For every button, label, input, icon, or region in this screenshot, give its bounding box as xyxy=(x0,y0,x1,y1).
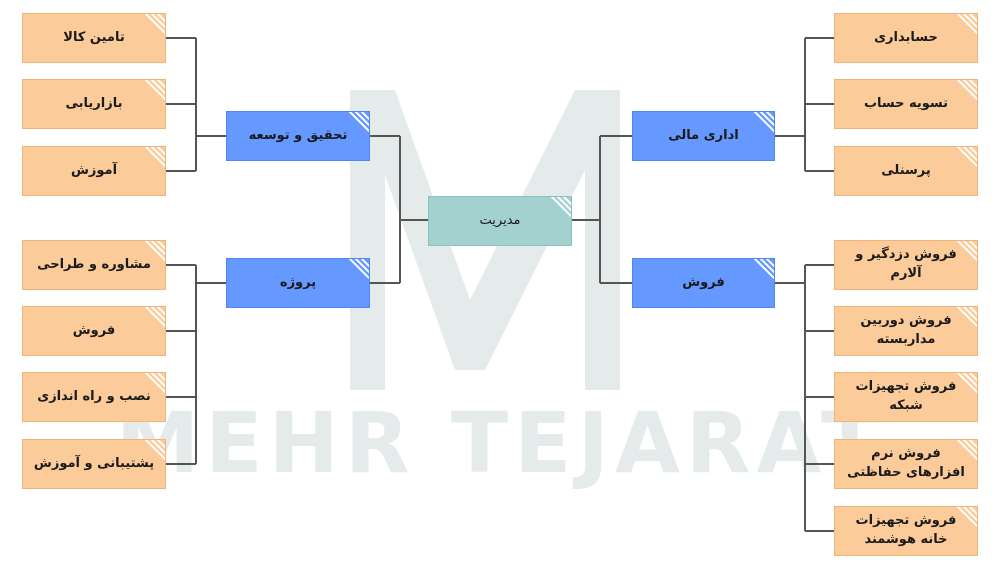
leaf-label: فروش دزدگیر و آلارم xyxy=(855,247,957,281)
leaf-label: فروش تجهیزات خانه هوشمند xyxy=(855,513,957,547)
leaf-label: آموزش xyxy=(70,162,118,178)
leaf-node: فروش نرم افزارهای حفاظتی xyxy=(834,439,978,489)
watermark-text: MEHR TEJARAT xyxy=(116,394,885,492)
root-node-label: مدیریت xyxy=(479,212,521,228)
corner-fold-icon xyxy=(551,197,571,217)
corner-fold-icon xyxy=(957,507,977,527)
leaf-node: فروش xyxy=(22,306,166,356)
leaf-label: فروش دوربین مداربسته xyxy=(860,313,952,347)
leaf-label: فروش نرم افزارهای حفاظتی xyxy=(847,446,965,480)
leaf-label: تسویه حساب xyxy=(863,95,949,111)
leaf-label: فروش xyxy=(72,322,116,338)
leaf-node: مشاوره و طراحی xyxy=(22,240,166,290)
leaf-label: فروش تجهیزات شبکه xyxy=(855,379,957,413)
department-label: فروش xyxy=(682,274,725,290)
leaf-label: حسابداری xyxy=(874,29,938,45)
leaf-node: نصب و راه اندازی xyxy=(22,372,166,422)
leaf-node: پرسنلی xyxy=(834,146,978,196)
corner-fold-icon xyxy=(957,14,977,34)
leaf-node: فروش دوربین مداربسته xyxy=(834,306,978,356)
department-admin-finance: اداری مالی xyxy=(632,111,775,161)
root-node: مدیریت xyxy=(428,196,572,246)
department-project: پروژه xyxy=(226,258,370,308)
leaf-label: بازاریابی xyxy=(65,95,123,111)
leaf-node: فروش تجهیزات خانه هوشمند xyxy=(834,506,978,556)
leaf-node: پشتیبانی و آموزش xyxy=(22,439,166,489)
corner-fold-icon xyxy=(349,112,369,132)
leaf-label: مشاوره و طراحی xyxy=(37,256,151,272)
leaf-label: پرسنلی xyxy=(881,162,931,178)
corner-fold-icon xyxy=(145,80,165,100)
leaf-node: حسابداری xyxy=(834,13,978,63)
corner-fold-icon xyxy=(145,307,165,327)
corner-fold-icon xyxy=(957,80,977,100)
corner-fold-icon xyxy=(145,373,165,393)
department-label: اداری مالی xyxy=(668,127,739,143)
leaf-label: تامین کالا xyxy=(63,29,125,45)
leaf-node: فروش تجهیزات شبکه xyxy=(834,372,978,422)
leaf-node: تامین کالا xyxy=(22,13,166,63)
corner-fold-icon xyxy=(754,112,774,132)
corner-fold-icon xyxy=(349,259,369,279)
corner-fold-icon xyxy=(145,241,165,261)
department-sales: فروش xyxy=(632,258,775,308)
leaf-node: فروش دزدگیر و آلارم xyxy=(834,240,978,290)
leaf-node: آموزش xyxy=(22,146,166,196)
corner-fold-icon xyxy=(145,440,165,460)
leaf-label: پشتیبانی و آموزش xyxy=(33,455,155,471)
leaf-node: بازاریابی xyxy=(22,79,166,129)
leaf-label: نصب و راه اندازی xyxy=(37,388,151,404)
corner-fold-icon xyxy=(957,147,977,167)
watermark-m-shape xyxy=(350,90,620,390)
corner-fold-icon xyxy=(145,147,165,167)
leaf-node: تسویه حساب xyxy=(834,79,978,129)
corner-fold-icon xyxy=(754,259,774,279)
department-label: تحقیق و توسعه xyxy=(248,127,348,143)
corner-fold-icon xyxy=(145,14,165,34)
corner-fold-icon xyxy=(957,440,977,460)
corner-fold-icon xyxy=(957,307,977,327)
corner-fold-icon xyxy=(957,241,977,261)
department-label: پروژه xyxy=(279,274,317,290)
corner-fold-icon xyxy=(957,373,977,393)
department-research-development: تحقیق و توسعه xyxy=(226,111,370,161)
